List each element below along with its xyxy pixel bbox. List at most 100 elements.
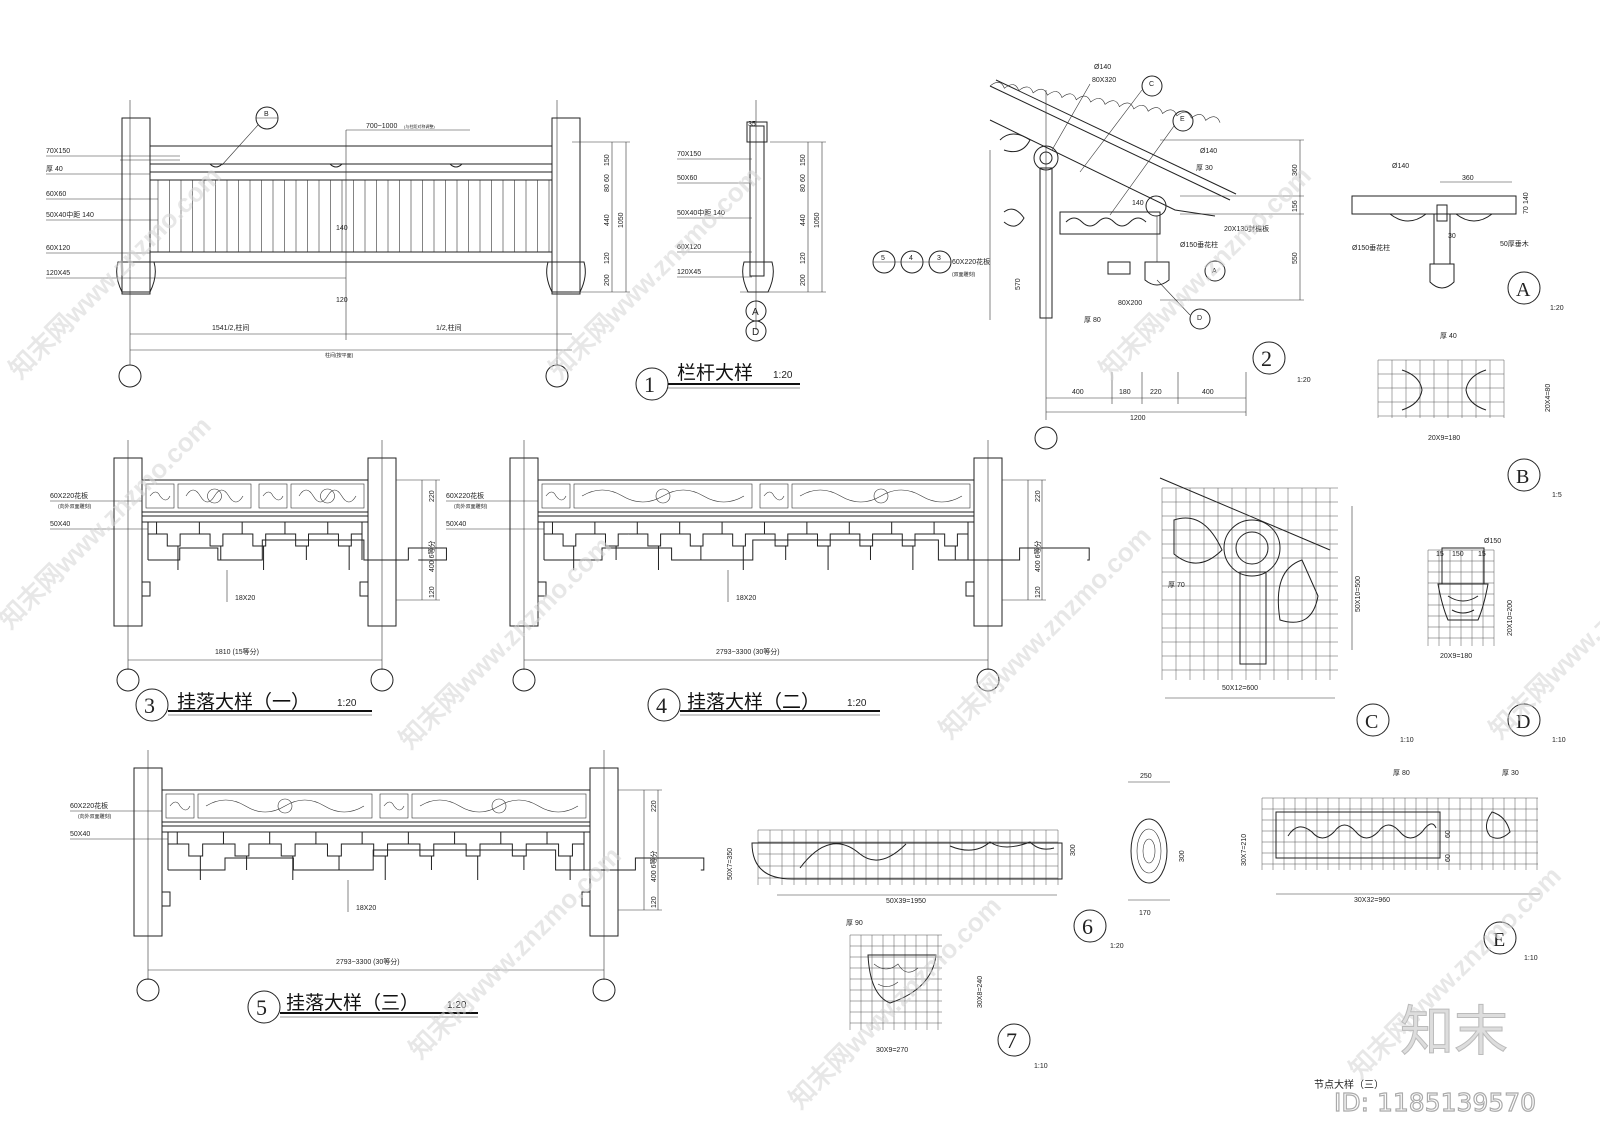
watermark-5: 知末网www.znzmo.com [393,530,617,754]
d7-label-240: 30X8=240 [977,976,984,1008]
d6-label-300b: 300 [1179,850,1186,862]
fret-pattern [544,522,968,570]
detail-a-letter: A [1516,279,1531,301]
detail-1-railing-section: A D 70X150 50X60 50X40中距 140 60X120 120X… [677,100,826,342]
lattice-axis-right [592,978,616,1002]
logo-text: 知末 [1400,1000,1508,1063]
d-label-d150: Ø150 [1484,538,1501,545]
side-dim-v200: 200 [800,274,807,286]
c-label-thick-70: 厚 70 [1168,581,1185,589]
side-label-50x40: 50X40中距 140 [677,208,725,217]
detail-e-circle [1483,921,1517,955]
d-label-180: 20X9=180 [1440,653,1472,660]
callout-a-label: A [1212,268,1217,275]
lattice-dim-total: 2793~3300 (30等分) [336,957,400,966]
watermark-2: 知末网www.znzmo.com [543,160,767,384]
ref-4-label: 4 [909,255,913,262]
lattice-label-18x20: 18X20 [235,595,255,602]
watermark-9: 知末网www.znzmo.com [783,890,1007,1114]
dim-v120: 120 [604,252,611,264]
dim-v156: 156 [1292,200,1299,212]
detail-b: 厚 40 20X9=180 20X4=80 B 1:5 [1377,332,1562,499]
label-570: 570 [1015,278,1022,290]
label-50x40: 50X40中距 140 [46,210,94,219]
lattice-dim-total: 2793~3300 (30等分) [716,647,780,656]
detail-c-circle [1356,703,1390,737]
detail-e-letter: E [1493,929,1505,951]
dim-220: 220 [1150,389,1162,396]
watermark-8: 知末网www.znzmo.com [403,840,627,1064]
side-label-70x150: 70X150 [677,151,701,158]
d-label-15b: 15 [1478,551,1486,558]
callout-e [1172,110,1194,132]
lattice-label-18x20: 18X20 [356,905,376,912]
a-label-360: 360 [1462,175,1474,182]
axis-d-label: D [752,327,759,338]
lattice-dim-120: 120 [651,896,658,908]
dim-left-half: 1541/2,柱间 [212,323,249,332]
lattice-dim-120: 120 [429,586,436,598]
lattice-axis-right [370,668,394,692]
e-label-960: 30X32=960 [1354,897,1390,904]
label-pendant-column: Ø150垂花柱 [1180,240,1218,249]
detail-e: 厚 80 厚 30 30X7=210 30X32=960 60 60 E 1:1… [1241,769,1540,962]
detail-a: Ø140 360 Ø150垂花柱 30 50厚垂木 70 140 A 1:20 [1351,163,1564,312]
lattice-label-50x40: 50X40 [446,521,466,528]
carved-panel [161,789,591,823]
lattice-dim-220: 220 [1035,490,1042,502]
lattice-label-carve: (向外双面雕刻) [78,813,112,820]
label-80x200: 80X200 [1118,300,1142,307]
d6-label-250: 250 [1140,773,1152,780]
label-thick-30: 厚 30 [1196,164,1213,172]
label-60x120: 60X120 [46,245,70,252]
label-thick-40: 厚 40 [46,165,63,173]
side-dim-v120: 120 [800,252,807,264]
side-label-50x60: 50X60 [677,175,697,182]
e-label-60b: 60 [1445,854,1452,862]
detail-5-number: 5 [256,995,267,1020]
detail-d: Ø150 150 15 15 20X9=180 20X10=200 D 1:10 [1427,538,1566,744]
detail-7-circle [997,1023,1031,1057]
d6-label-1950: 50X39=1950 [886,898,926,905]
dim-v200: 200 [604,274,611,286]
lattice-dim-total: 1810 (15等分) [215,647,259,656]
e-label-thick-80: 厚 80 [1393,769,1410,777]
lattice-label-18x20: 18X20 [736,595,756,602]
lattice-axis-left [116,668,140,692]
callout-a [1204,260,1226,282]
axis-bubble-d [745,320,767,342]
lattice-axis-right [976,668,1000,692]
fret-pattern [168,832,584,880]
detail-2-number: 2 [1261,346,1272,371]
carved-panel [141,479,369,513]
detail-d-scale: 1:10 [1552,737,1566,744]
label-140: 140 [1132,200,1144,207]
detail-3-title-block: 3 挂落大样（一） 1:20 [135,688,372,722]
side-dim-v440: 440 [800,214,807,226]
detail-5-title-block: 5 挂落大样（三） 1:20 [247,990,478,1024]
lattice-label-50x40: 50X40 [70,831,90,838]
detail-c-letter: C [1365,711,1378,733]
detail-5-scale: 1:20 [447,1000,467,1011]
detail-3-scale: 1:20 [337,698,357,709]
fret-pattern [148,522,362,570]
dim-top-span: 700~1000 [366,123,397,130]
detail-c-scale: 1:10 [1400,737,1414,744]
label-d140-right: Ø140 [1200,148,1217,155]
lattice-label-panel: 60X220花板 [50,491,88,500]
label-d140-top: Ø140 [1094,64,1111,71]
dim-v440: 440 [604,214,611,226]
d6-label-300a: 300 [1070,844,1077,856]
a-label-30: 30 [1448,233,1456,240]
right-post [551,117,581,295]
dim-v550: 550 [1292,252,1299,264]
callout-d [1189,308,1211,330]
sheet-title: 节点大样（三） [1314,1078,1384,1091]
detail-3-number: 3 [144,693,155,718]
detail-d-letter: D [1516,711,1530,733]
lattice-dim-220: 220 [429,490,436,502]
dim-v60: 60 [604,174,611,182]
